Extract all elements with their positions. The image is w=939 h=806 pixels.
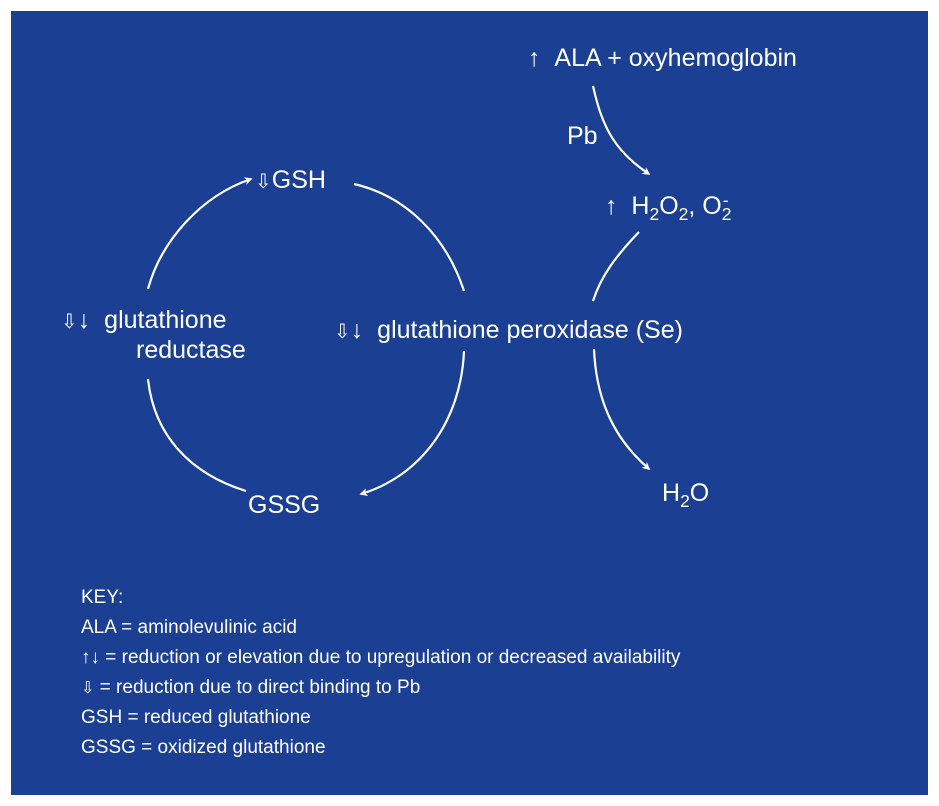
down-arrow-icon: ↓ <box>77 306 91 334</box>
down-arrow-icon: ↓ <box>90 647 101 668</box>
subscript: 2 <box>678 204 689 225</box>
glutathione-peroxidase-label: ⇩↓ glutathione peroxidase (Se) <box>334 315 683 347</box>
o-text: O <box>689 479 710 507</box>
outline-down-arrow-icon: ⇩ <box>81 680 95 697</box>
h-text: H <box>631 192 650 220</box>
gssg-label: GSSG <box>248 491 321 519</box>
arrows-def-text: = reduction or elevation due to upregula… <box>100 647 681 668</box>
gpx-text: glutathione peroxidase (Se) <box>377 316 683 344</box>
up-arrow-icon: ↑ <box>528 44 541 72</box>
o-text: , O <box>688 192 722 220</box>
key-ala-definition: ALA = aminolevulinic acid <box>81 617 297 638</box>
subscript: 2 <box>680 491 690 512</box>
gsh-label: ⇩GSH <box>255 165 326 197</box>
cycle-arrows-graphic <box>146 85 651 496</box>
key-outline-arrow-definition: ⇩ = reduction due to direct binding to P… <box>81 677 420 700</box>
arrow-ala-to-h2o2 <box>591 85 651 175</box>
up-arrow-icon: ↑ <box>605 192 618 220</box>
arrow-gpx-to-h2o <box>592 348 651 471</box>
up-arrow-icon: ↑ <box>81 647 91 668</box>
arc-gpx-to-gssg <box>359 350 466 496</box>
water-label: H2O <box>662 478 709 516</box>
key-gsh-definition: GSH = reduced glutathione <box>81 707 311 728</box>
arc-h2o2-to-gpx <box>591 231 640 302</box>
outline-def-text: = reduction due to direct binding to Pb <box>94 677 421 698</box>
outline-down-arrow-icon: ⇩ <box>255 171 272 193</box>
h-text: H <box>662 479 681 507</box>
h2o2-superoxide-label: ↑ H2O2, O2- <box>605 190 732 229</box>
superscript: - <box>722 190 729 210</box>
down-arrow-icon: ↓ <box>350 316 364 344</box>
o-text: O <box>659 192 679 220</box>
arc-gsh-to-gpx <box>353 182 466 292</box>
arc-gssg-to-gr <box>146 378 247 493</box>
ala-oxyhemoglobin-label: ↑ ALA + oxyhemoglobin <box>528 43 797 73</box>
key-title: KEY: <box>81 587 124 608</box>
outline-down-arrow-icon: ⇩ <box>334 321 351 343</box>
pb-label: Pb <box>567 122 598 150</box>
arc-gr-to-gsh <box>146 177 253 290</box>
gsh-text: GSH <box>271 166 326 194</box>
subscript: 2 <box>721 204 732 225</box>
diagram-panel: ↑ ALA + oxyhemoglobin Pb ↑ H2O2, O2- ⇩GS… <box>11 11 928 795</box>
key-arrows-definition: ↑↓ = reduction or elevation due to upreg… <box>81 647 680 669</box>
key-gssg-definition: GSSG = oxidized glutathione <box>81 737 326 758</box>
outline-down-arrow-icon: ⇩ <box>61 311 78 333</box>
ala-text: ALA + oxyhemoglobin <box>554 44 797 72</box>
gr-line1: glutathione <box>104 306 227 334</box>
glutathione-reductase-label-line2: reductase <box>136 336 246 364</box>
subscript: 2 <box>649 204 660 225</box>
glutathione-reductase-label: ⇩↓ glutathione <box>61 305 227 337</box>
